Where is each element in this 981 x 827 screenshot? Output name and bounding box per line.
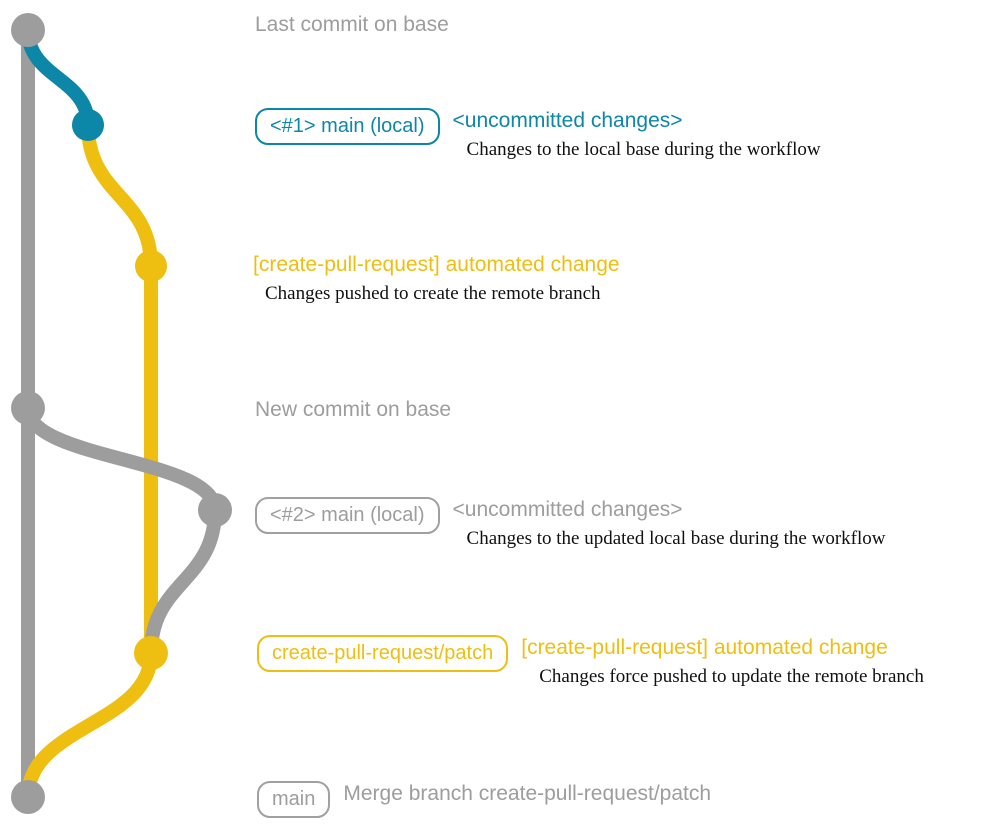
row-local-commit-1: <#1> main (local) <uncommitted changes> … [255, 108, 821, 161]
commit-node-base-top[interactable] [11, 13, 45, 47]
row-merge-commit: main Merge branch create-pull-request/pa… [257, 781, 711, 818]
commit-node-patch-1[interactable] [135, 250, 167, 282]
merge-line-yellow [21, 646, 158, 804]
commit-node-local-2[interactable] [198, 493, 232, 527]
commit-node-patch-2[interactable] [134, 636, 168, 670]
row-last-commit-on-base: Last commit on base [255, 12, 449, 38]
commit-subject: New commit on base [255, 398, 452, 421]
row-automated-change-2: create-pull-request/patch [create-pull-r… [257, 635, 924, 688]
branch-line-yellow-upper [81, 118, 158, 660]
ref-chip-main-local-2[interactable]: <#2> main (local) [255, 497, 440, 534]
commit-node-base-new[interactable] [11, 391, 45, 425]
commit-note: Changes to the local base during the wor… [466, 139, 821, 160]
commit-subject: [create-pull-request] automated change [253, 253, 620, 276]
commit-node-local-1[interactable] [72, 109, 104, 141]
commit-note: Changes to the updated local base during… [466, 528, 886, 549]
commit-subject: <uncommitted changes> [452, 498, 683, 521]
ref-chip-main-local-1[interactable]: <#1> main (local) [255, 108, 440, 145]
ref-chip-main[interactable]: main [257, 781, 331, 818]
commit-note: Changes force pushed to update the remot… [539, 666, 924, 687]
row-new-commit-on-base: New commit on base [255, 397, 451, 423]
commit-subject: Merge branch create-pull-request/patch [343, 782, 712, 805]
branch-line-gray-to-local2 [21, 401, 222, 517]
commit-subject: <uncommitted changes> [452, 109, 683, 132]
commit-note: Changes pushed to create the remote bran… [265, 283, 601, 304]
commit-node-base-merge[interactable] [11, 780, 45, 814]
branch-line-gray-to-patch2 [144, 503, 222, 660]
commit-subject: Last commit on base [255, 13, 449, 36]
row-automated-change-1: [create-pull-request] automated change C… [253, 252, 620, 305]
ref-chip-create-pull-request-patch[interactable]: create-pull-request/patch [257, 635, 509, 672]
row-local-commit-2: <#2> main (local) <uncommitted changes> … [255, 497, 885, 550]
commit-subject: [create-pull-request] automated change [521, 636, 888, 659]
